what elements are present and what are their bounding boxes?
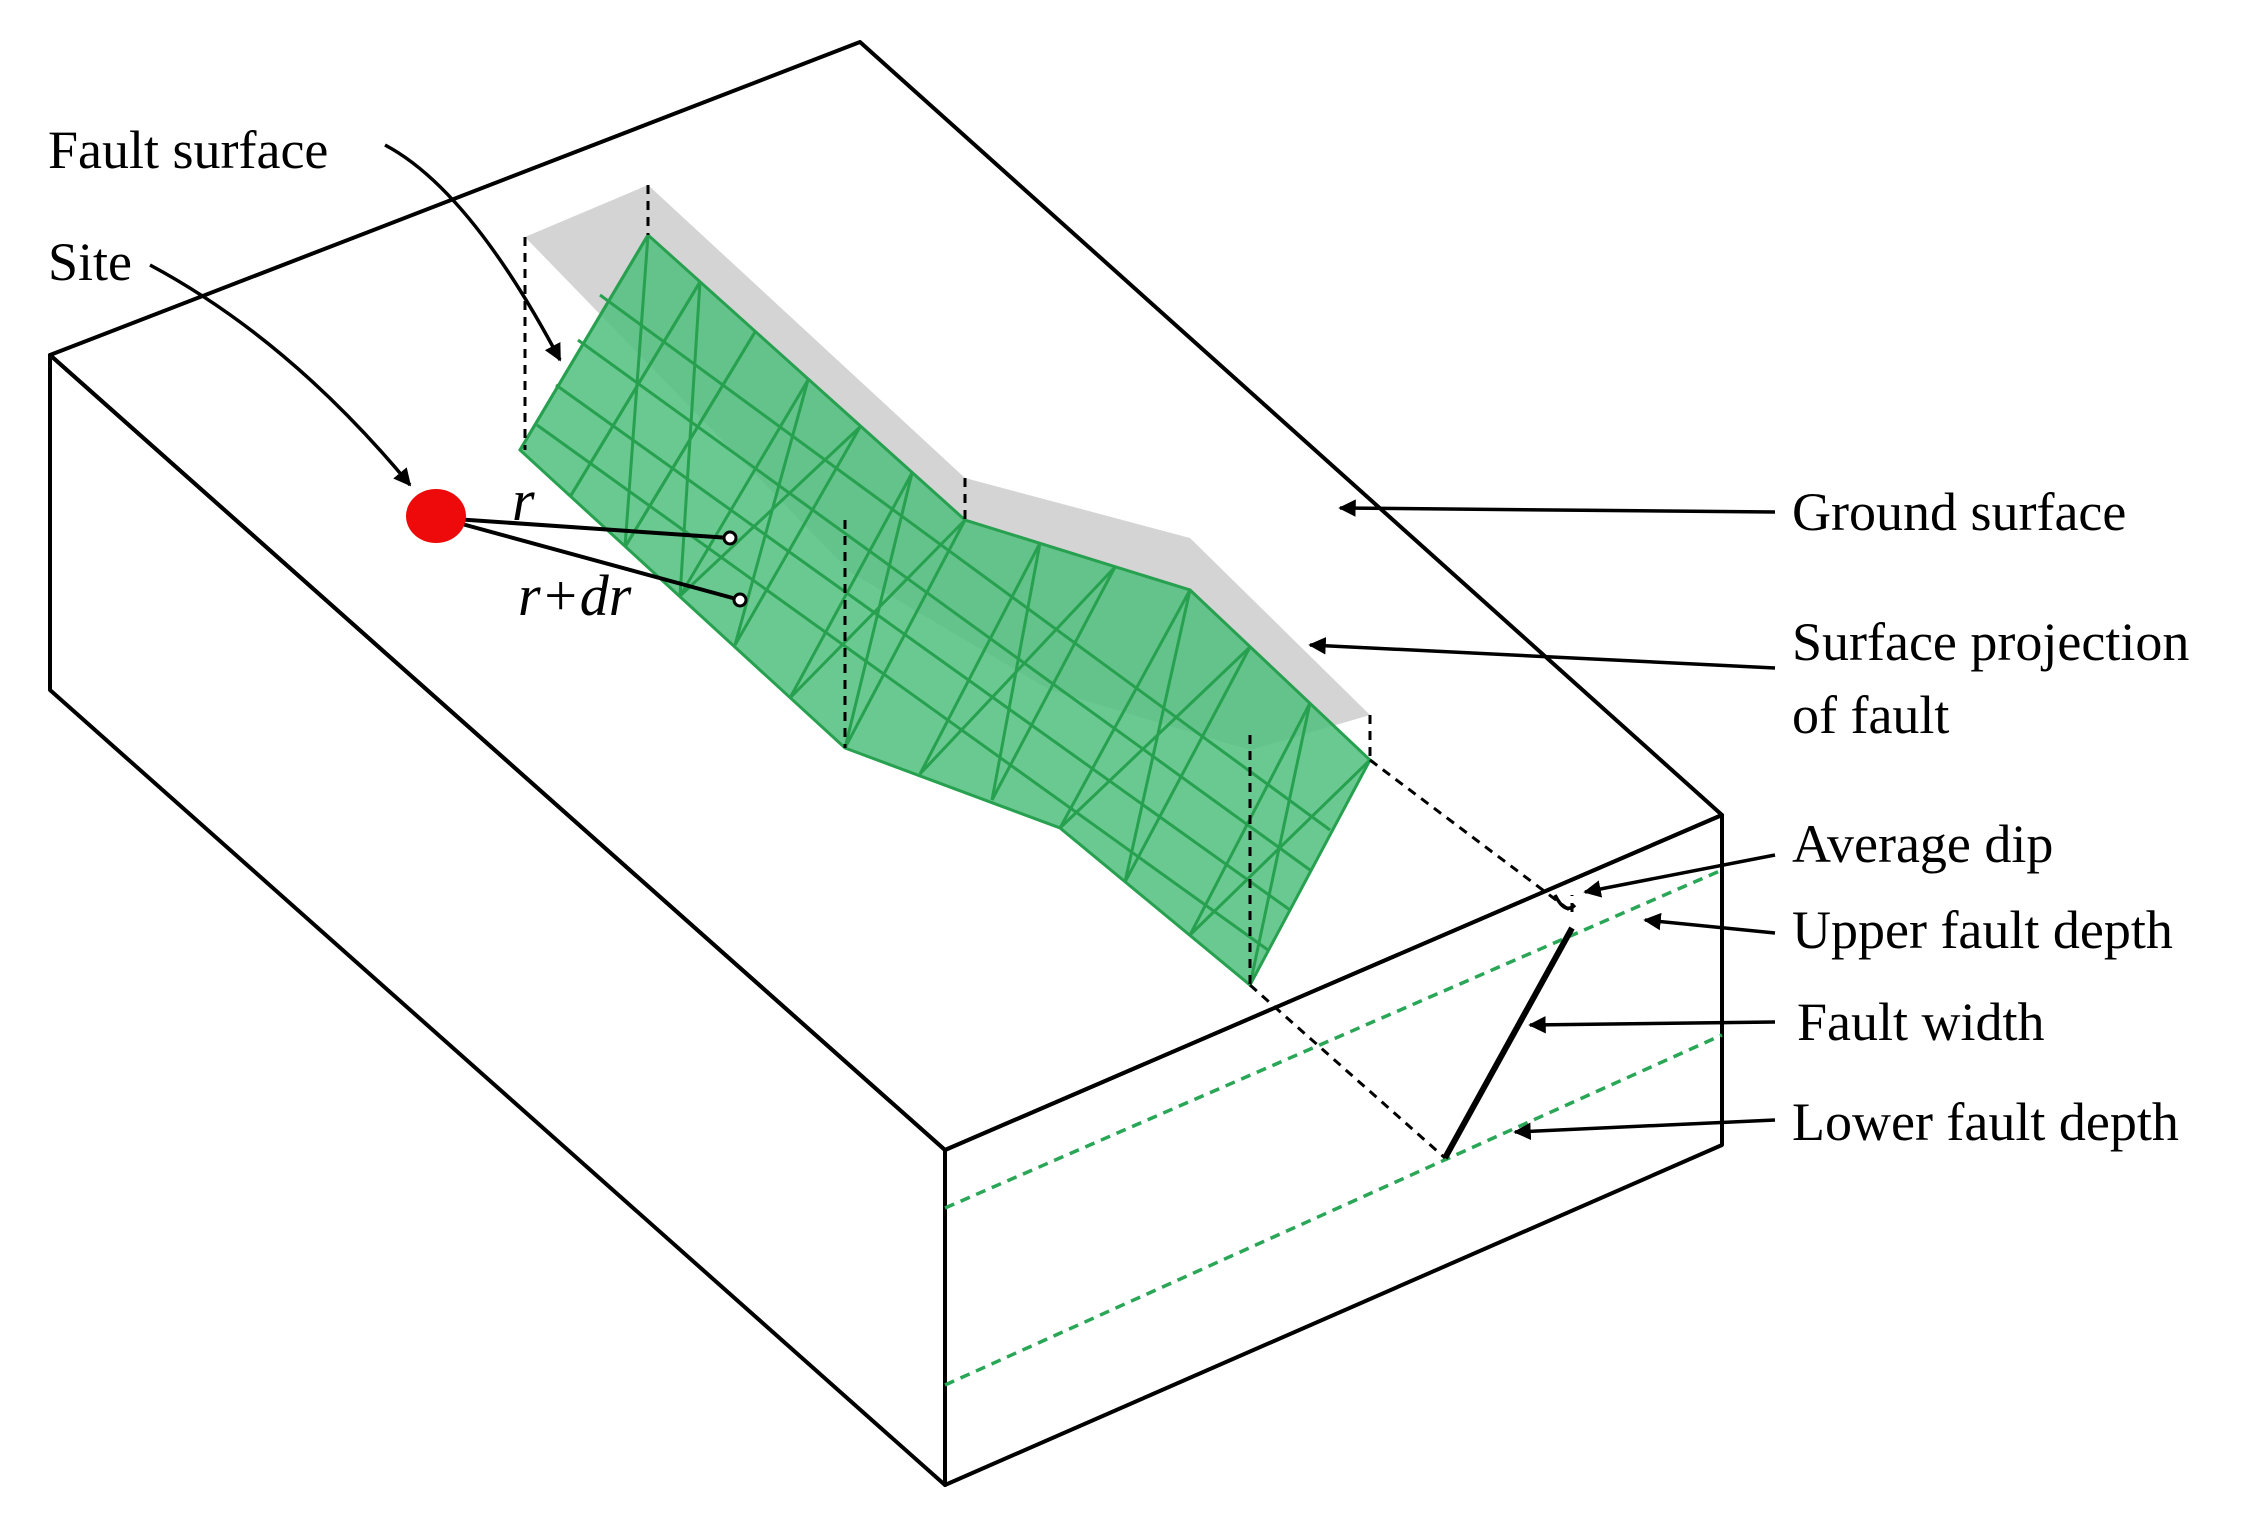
leader-arrows [149,143,1776,1141]
surface-projection-label-line2: of fault [1792,685,1949,745]
upper-fault-depth-line [944,868,1723,1210]
surface-projection-label-line1: Surface projection [1792,612,2189,672]
r-label: r [512,468,535,533]
lower-fault-depth-label: Lower fault depth [1792,1092,2179,1152]
fault-width-label: Fault width [1797,992,2045,1052]
site-label: Site [48,232,132,292]
block-right-face [943,813,1724,1487]
ground-surface-label: Ground surface [1792,482,2126,542]
fault-surface [518,232,1372,988]
site-marker [406,489,748,608]
guide-lines [523,185,1574,1160]
average-dip-arc [1553,894,1577,911]
fault-surface-label: Fault surface [48,120,328,180]
average-dip-label: Average dip [1792,814,2053,874]
lower-fault-depth-line [944,1033,1723,1387]
ground-surface-top [48,40,1724,1152]
r-plus-dr-label: r+dr [518,563,632,628]
fault-width-line [1442,926,1575,1160]
upper-fault-depth-label: Upper fault depth [1792,900,2173,960]
